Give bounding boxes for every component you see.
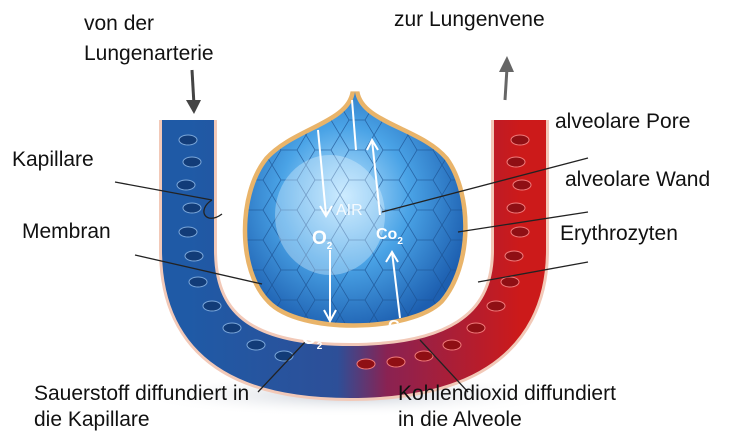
co2-sub: 2 [397, 236, 403, 247]
arrow-up-icon [499, 56, 514, 100]
label-co2-diffuses-line1: Kohlendioxid diffundiert [398, 382, 616, 406]
o2-cap-sub: 2 [317, 341, 323, 352]
label-to-vein: zur Lungenvene [394, 8, 545, 32]
o2-cap-main: O [302, 328, 317, 349]
label-oxygen-diffuses-line2: die Kapillare [34, 408, 150, 432]
co2-main: Co [376, 226, 397, 243]
arrow-down-icon [186, 70, 201, 114]
label-from-artery-line2: Lungenarterie [84, 42, 214, 66]
label-alveolar-wall: alveolare Wand [565, 168, 710, 192]
co2-cap-sub: 2 [409, 328, 415, 339]
label-air: AIR [336, 202, 363, 220]
label-from-artery-line1: von der [84, 12, 154, 36]
label-membrane: Membran [22, 220, 111, 244]
label-co2-diffuses-line2: in die Alveole [398, 408, 522, 432]
o2-sub: 2 [327, 241, 333, 252]
label-erythrocytes: Erythrozyten [560, 222, 678, 246]
label-alveolar-pore: alveolare Pore [555, 110, 690, 134]
label-o2-alveolus: O2 [312, 228, 332, 250]
co2-cap-main: Co [388, 318, 409, 335]
label-o2-capillary: O2 [302, 328, 322, 350]
label-oxygen-diffuses-line1: Sauerstoff diffundiert in [34, 382, 249, 406]
label-co2-alveolus: Co2 [376, 226, 403, 244]
o2-main: O [312, 228, 327, 249]
label-capillary: Kapillare [12, 148, 94, 172]
label-co2-capillary: Co2 [388, 318, 415, 336]
